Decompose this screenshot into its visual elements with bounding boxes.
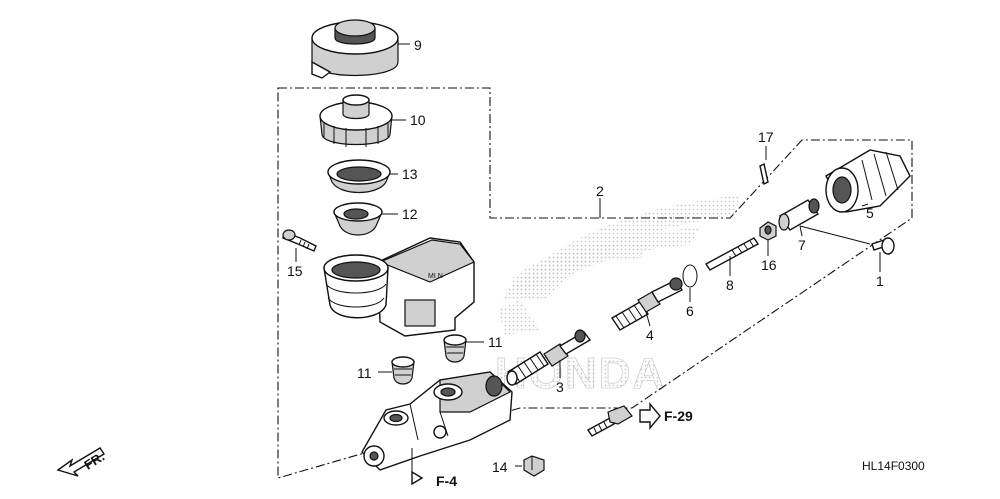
callout-11-lower: 11: [357, 365, 372, 381]
callout-9: 9: [414, 37, 422, 53]
part-15-screw: [282, 229, 317, 252]
master-cylinder-body: [361, 371, 513, 471]
callout-7: 7: [798, 237, 806, 253]
part-3-spring: [506, 329, 592, 386]
callout-6: 6: [686, 303, 694, 319]
callout-3: 3: [556, 379, 564, 395]
callout-15: 15: [287, 263, 303, 279]
callout-12: 12: [402, 206, 418, 222]
callout-2: 2: [596, 183, 604, 199]
part-17-cotter-pin: [759, 162, 769, 186]
honda-wing-watermark: HONDA: [495, 195, 740, 398]
part-10-reservoir-cap: [319, 94, 393, 147]
part-14-bolt: [523, 455, 545, 477]
part-4-piston: [611, 277, 683, 331]
diagram-code: HL14F0300: [862, 459, 925, 473]
part-7-joint: [778, 198, 820, 231]
part-6-circlip: [682, 264, 698, 288]
callout-10: 10: [410, 112, 426, 128]
part-1-pin: [871, 237, 895, 255]
part-12-diaphragm: [333, 202, 383, 236]
part-13-plate: [327, 159, 391, 193]
callout-4: 4: [646, 327, 654, 343]
callout-14: 14: [492, 459, 508, 475]
part-9-cap-cover: [311, 19, 399, 79]
callout-16: 16: [761, 257, 777, 273]
ref-f29: F-29: [664, 408, 693, 424]
reservoir-marking: MI N: [428, 273, 443, 280]
ref-f4: F-4: [436, 473, 457, 489]
part-16-nut: [759, 221, 777, 241]
front-direction-arrow: [56, 447, 105, 477]
leader-lines: [295, 43, 881, 467]
part-11-plug-lower: [391, 356, 415, 385]
f4-arrow: [411, 448, 424, 486]
callout-13: 13: [402, 166, 418, 182]
reservoir: MI N: [323, 237, 475, 337]
part-8-push-rod: [704, 237, 760, 271]
part-5-boot: [825, 149, 911, 213]
callout-11-upper: 11: [488, 334, 503, 350]
callout-8: 8: [726, 277, 734, 293]
callout-17: 17: [758, 129, 774, 145]
callout-1: 1: [876, 273, 884, 289]
f29-bolt: [586, 405, 633, 437]
part-11-plug-upper: [443, 334, 467, 363]
f29-arrow: [639, 402, 661, 430]
callout-5: 5: [866, 205, 874, 221]
